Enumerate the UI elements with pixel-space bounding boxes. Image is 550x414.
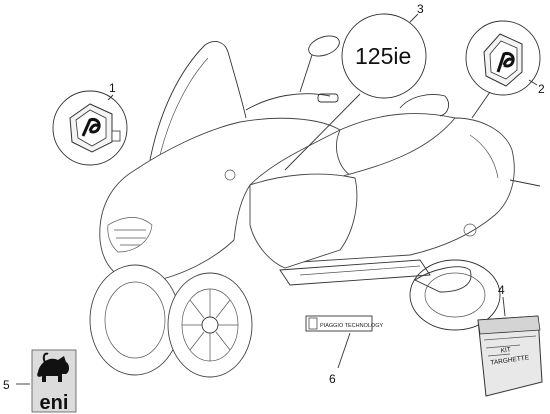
callout-5: 5: [3, 378, 10, 392]
callout-1: 1: [109, 81, 116, 95]
callout-2: 2: [538, 82, 545, 96]
part-3-model-badge: [284, 13, 427, 171]
callout-3: 3: [417, 2, 424, 16]
eni-logo-text: eni: [40, 392, 69, 414]
scooter-illustration: [89, 35, 541, 378]
part-5-eni-sticker: [16, 349, 77, 413]
part-1-front-logo-badge: [52, 90, 128, 166]
model-badge-text: 125ie: [355, 43, 411, 69]
callout-4: 4: [498, 283, 505, 297]
part-6-technology-plate: [305, 315, 373, 369]
plate-text: PIAGGIO TECHNOLOGY: [320, 323, 383, 329]
part-4-sticker-kit-bag: [477, 296, 543, 397]
callout-6: 6: [329, 372, 336, 386]
kit-label-line1: KIT: [500, 346, 511, 354]
part-2-rear-logo-badge: [465, 20, 541, 119]
